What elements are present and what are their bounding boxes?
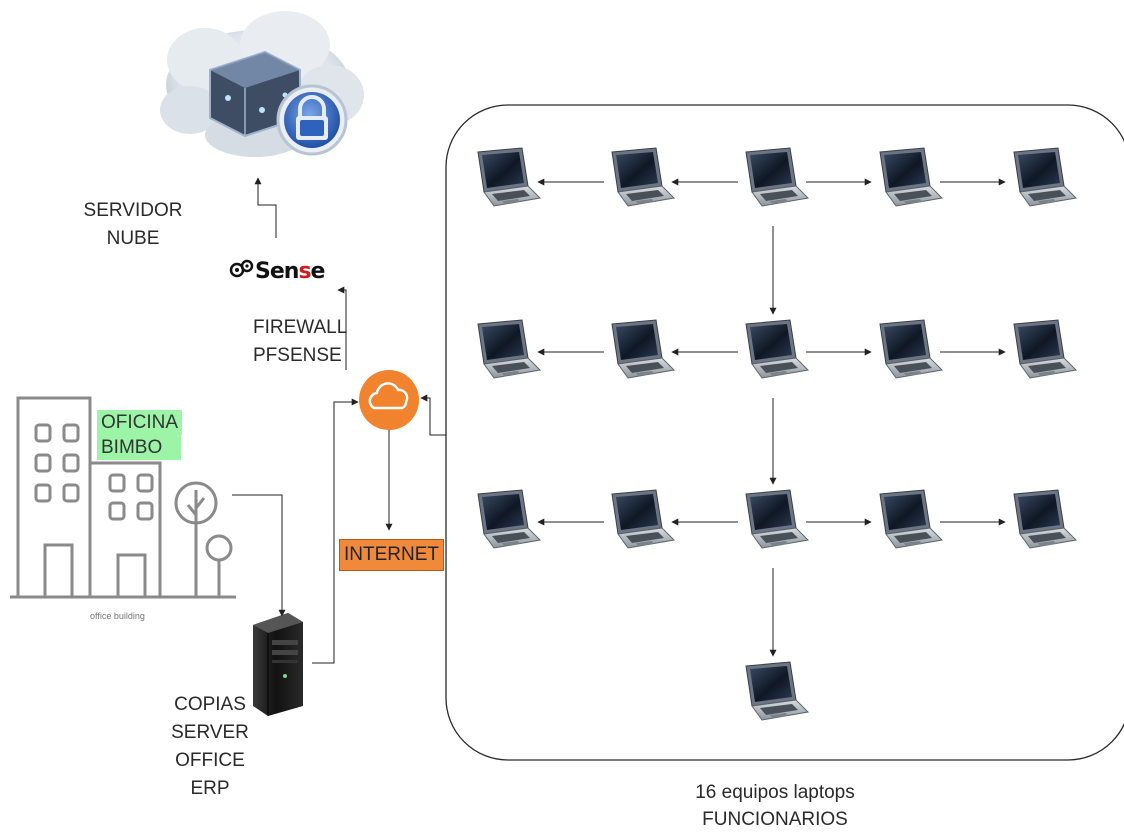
laptop-icon [745,489,809,549]
office-building-icon [10,396,236,599]
laptop-icon [745,319,809,379]
laptop-icon [879,489,943,549]
pfsense-logo [229,259,254,278]
laptop-icon [477,147,541,207]
pfsense-logo-text-accent: s [298,259,311,284]
server-label-line4: ERP [190,778,230,799]
laptop-icon [477,319,541,379]
cloud-server-label-line1: SERVIDOR [83,200,183,221]
connectors [232,177,446,664]
laptop-icon [1013,319,1077,379]
laptop-icon [879,147,943,207]
laptop-icon [745,661,809,721]
laptop-icon [879,319,943,379]
server-label-line1: COPIAS [174,694,246,715]
cloud-server-label-line2: NUBE [106,228,160,249]
server-label-line3: OFFICE [175,750,245,771]
internet-label: INTERNET [339,539,444,571]
laptop-grid [477,147,1077,721]
laptop-group-caption-line2: FUNCIONARIOS [702,809,848,830]
pfsense-logo-text-part: e [310,259,326,284]
cloud-lock-icon [160,11,364,157]
laptop-icon [745,147,809,207]
laptop-connections [537,178,1006,657]
firewall-label-line1: FIREWALL [253,317,348,338]
office-caption: office building [90,611,145,621]
laptop-icon [611,147,675,207]
pfsense-logo-text: Sense [255,259,326,284]
laptop-icon [477,489,541,549]
laptop-icon [1013,489,1077,549]
cloud-router-icon [359,370,419,430]
office-tag-line1: OFICINA [97,410,183,435]
laptop-icon [611,319,675,379]
laptop-icon [1013,147,1077,207]
laptop-icon [611,489,675,549]
firewall-label-line2: PFSENSE [253,345,342,366]
server-tower-icon [253,613,303,716]
laptop-group-container [445,104,1124,761]
laptop-group-caption-line1: 16 equipos laptops [695,782,855,803]
office-tag-line2: BIMBO [97,435,182,460]
server-label-line2: SERVER [171,722,249,743]
pfsense-logo-text-part: Sen [255,259,299,284]
